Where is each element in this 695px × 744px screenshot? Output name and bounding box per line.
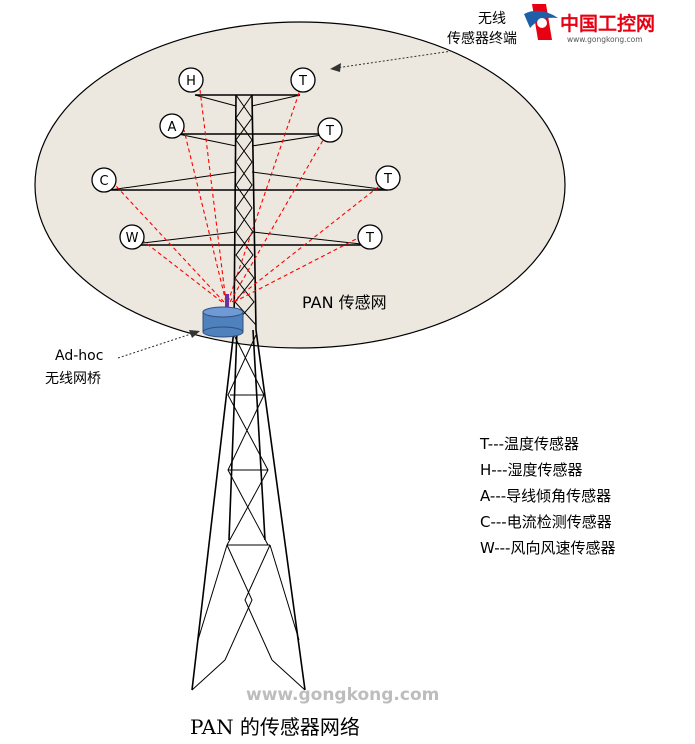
legend-item: A---导线倾角传感器: [480, 487, 611, 505]
sensor-node-letter: T: [383, 172, 392, 187]
legend-item: H---湿度传感器: [480, 461, 583, 479]
sensor-node-letter: C: [99, 174, 108, 189]
watermark: www.gongkong.com: [246, 685, 439, 705]
sensor-node-temperature: T: [357, 224, 383, 250]
sensor-links: [115, 89, 383, 303]
terminal-callout-line1: 无线: [478, 11, 506, 27]
legend-item: W---风向风速传感器: [480, 539, 615, 557]
sensor-node-temperature: T: [375, 165, 401, 191]
sensor-node-letter: W: [126, 231, 139, 246]
sensor-node-humidity: H: [178, 67, 204, 93]
legend: T---温度传感器 H---湿度传感器 A---导线倾角传感器 C---电流检测…: [479, 435, 615, 557]
figure-caption: PAN 的传感器网络: [190, 715, 360, 739]
sensor-node-temperature: T: [290, 67, 316, 93]
sensor-node-letter: T: [325, 124, 334, 139]
sensor-node-inclination: A: [159, 113, 185, 139]
legend-item: T---温度传感器: [479, 435, 579, 453]
adhoc-bridge-device-icon: [202, 294, 244, 338]
transmission-tower: [109, 94, 389, 691]
sensor-node-letter: A: [168, 120, 177, 135]
bridge-callout-line1: Ad-hoc: [55, 348, 103, 364]
pan-network-label: PAN 传感网: [302, 293, 387, 312]
logo-name: 中国工控网: [560, 12, 655, 35]
sensor-node-letter: T: [298, 74, 307, 89]
logo-emblem-icon: [524, 4, 558, 40]
pan-network-ellipse: [34, 21, 566, 349]
sensor-node-temperature: T: [317, 117, 343, 143]
sensor-node-wind: W: [119, 224, 145, 250]
bridge-callout-line2: 无线网桥: [45, 371, 101, 387]
terminal-callout-arrow: [330, 50, 453, 72]
legend-item: C---电流检测传感器: [480, 513, 612, 531]
logo-url: www.gongkong.com: [567, 35, 643, 44]
sensor-node-letter: H: [186, 74, 196, 89]
sensor-node-current: C: [91, 167, 117, 193]
gongkong-logo: 中国工控网 www.gongkong.com: [524, 4, 655, 44]
terminal-callout-line2: 传感器终端: [447, 30, 517, 47]
bridge-callout-arrow: [117, 330, 200, 359]
sensor-node-letter: T: [365, 231, 374, 246]
